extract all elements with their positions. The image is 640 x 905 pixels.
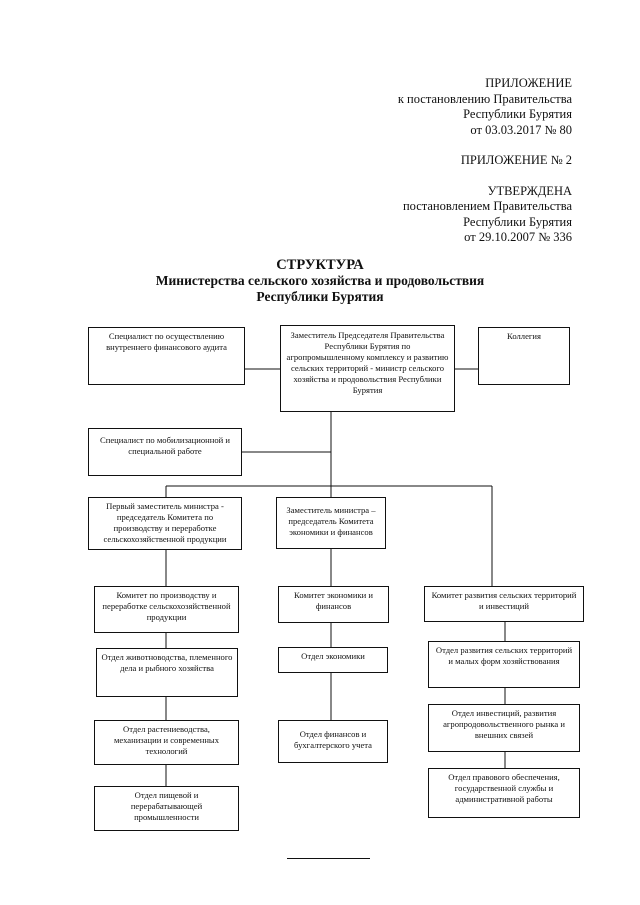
mobilization-box: Специалист по мобилизационной и специаль… [88,428,242,476]
minister-box: Заместитель Председателя Правительства Р… [280,325,455,412]
first-deputy-box: Первый заместитель министра - председате… [88,497,242,550]
dept-legal-box: Отдел правового обеспечения, государстве… [428,768,580,818]
appendix-line: Республики Бурятия [463,107,572,121]
page-subtitle: Республики Бурятия [256,289,384,304]
approved-line: от 29.10.2007 № 336 [464,230,572,244]
collegium-box: Коллегия [478,327,570,385]
dept-rural-dev-box: Отдел развития сельских территорий и мал… [428,641,580,688]
approved-line: Республики Бурятия [463,214,572,229]
approved-line: постановлением Правительства [402,199,572,213]
dept-investment-box: Отдел инвестиций, развития агропродоволь… [428,704,580,752]
appendix-line: от 03.03.2017 № 80 [470,122,572,137]
approved-title: УТВЕРЖДЕНА [487,183,572,198]
dept-crop-box: Отдел растениеводства, механизации и сов… [94,720,239,765]
appendix-block: ПРИЛОЖЕНИЕ к постановлению Правительства… [398,76,572,246]
appendix-title: ПРИЛОЖЕНИЕ [485,76,572,90]
committee-rural-box: Комитет развития сельских территорий и и… [424,586,584,622]
deputy-econ-box: Заместитель министра – председатель Коми… [276,497,386,549]
footer-divider [287,858,370,859]
page-subtitle: Министерства сельского хозяйства и продо… [155,273,485,288]
appendix-line: к постановлению Правительства [397,91,572,106]
page-title: СТРУКТУРА [276,257,364,273]
dept-livestock-box: Отдел животноводства, племенного дела и … [96,648,238,697]
dept-economy-box: Отдел экономики [278,647,388,673]
dept-finance-box: Отдел финансов и бухгалтерского учета [278,720,388,763]
committee-econ-box: Комитет экономики и финансов [278,586,389,623]
dept-food-box: Отдел пищевой и перерабатывающей промышл… [94,786,239,831]
committee-production-box: Комитет по производству и переработке се… [94,586,239,633]
auditor-box: Специалист по осуществлению внутреннего … [88,327,245,385]
appendix2-title: ПРИЛОЖЕНИЕ № 2 [460,153,572,167]
